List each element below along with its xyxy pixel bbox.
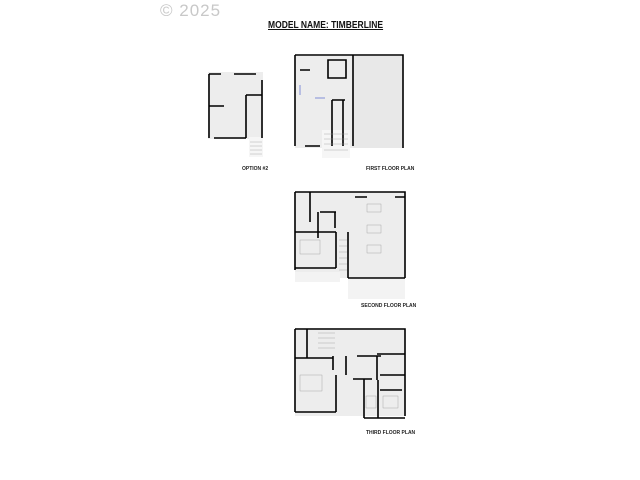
third-floor-area <box>295 328 405 416</box>
plan-label-first-floor: FIRST FLOOR PLAN <box>366 166 415 172</box>
copyright-watermark: © 2025 <box>160 1 222 20</box>
second-floor-deck-left <box>295 272 340 282</box>
page-title: MODEL NAME: TIMBERLINE <box>268 20 384 31</box>
first-floor-garage <box>353 56 403 148</box>
plan-label-third-floor: THIRD FLOOR PLAN <box>366 430 416 436</box>
plan-label-option2: OPTION #2 <box>242 166 269 172</box>
second-floor-deck-right <box>348 279 405 299</box>
second-floor-area <box>295 192 405 278</box>
plan-label-second-floor: SECOND FLOOR PLAN <box>361 303 417 309</box>
